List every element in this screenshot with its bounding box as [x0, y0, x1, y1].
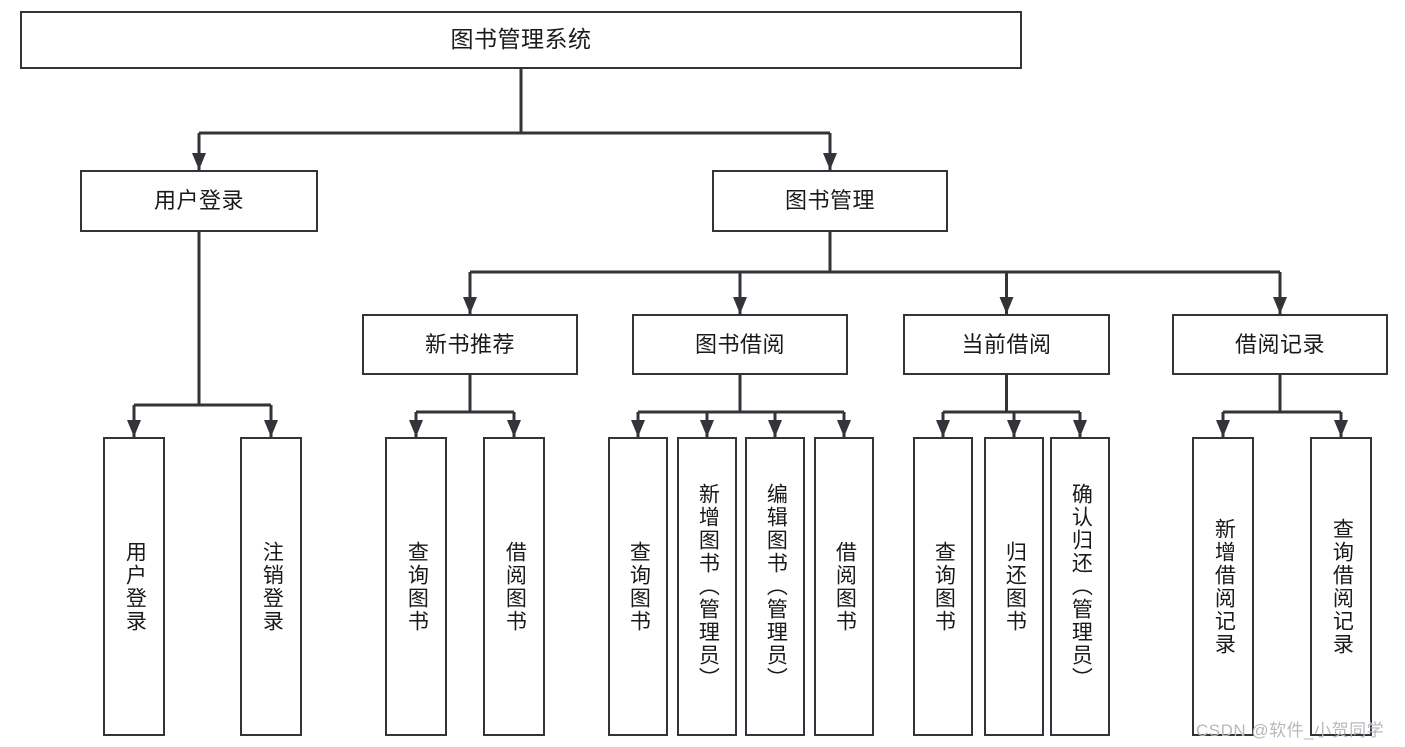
- node-label: 确认归还（管理员）: [1069, 483, 1093, 690]
- node-label: 查询图书: [627, 540, 651, 633]
- node-label: 借阅图书: [503, 540, 527, 633]
- node-label: 当前借阅: [961, 331, 1052, 357]
- node-label: 借阅图书: [833, 540, 857, 633]
- node-label: 新书推荐: [424, 331, 515, 357]
- node-user-login[interactable]: 用户登录: [103, 437, 165, 736]
- node-confirm-return[interactable]: 确认归还（管理员）: [1050, 437, 1110, 736]
- node-label: 编辑图书（管理员）: [764, 483, 788, 690]
- node-label: 新增借阅记录: [1212, 517, 1236, 656]
- node-label: 图书借阅: [694, 331, 785, 357]
- node-add-record[interactable]: 新增借阅记录: [1192, 437, 1254, 736]
- node-logout-login[interactable]: 注销登录: [240, 437, 302, 736]
- node-label: 借阅记录: [1234, 331, 1325, 357]
- node-return-book[interactable]: 归还图书: [984, 437, 1044, 736]
- node-book-borrow[interactable]: 图书借阅: [632, 314, 848, 375]
- node-label: 图书管理: [784, 188, 875, 214]
- node-label: 查询借阅记录: [1330, 517, 1354, 656]
- node-borrow-record[interactable]: 借阅记录: [1172, 314, 1388, 375]
- node-user-login[interactable]: 用户登录: [80, 170, 318, 232]
- node-label: 查询图书: [932, 540, 956, 633]
- node-label: 用户登录: [153, 188, 244, 214]
- node-query-book-2[interactable]: 查询图书: [608, 437, 668, 736]
- node-current-borrow[interactable]: 当前借阅: [903, 314, 1110, 375]
- node-book-management-system[interactable]: 图书管理系统: [20, 11, 1022, 69]
- watermark: CSDN @软件_小贺同学: [1196, 721, 1385, 740]
- node-label: 查询图书: [405, 540, 429, 633]
- node-query-book-3[interactable]: 查询图书: [913, 437, 973, 736]
- node-add-book[interactable]: 新增图书（管理员）: [677, 437, 737, 736]
- node-new-book-recommendation[interactable]: 新书推荐: [362, 314, 578, 375]
- node-label: 图书管理系统: [450, 26, 592, 53]
- node-borrow-book-1[interactable]: 借阅图书: [483, 437, 545, 736]
- node-query-book-1[interactable]: 查询图书: [385, 437, 447, 736]
- node-label: 用户登录: [123, 540, 147, 633]
- node-query-record[interactable]: 查询借阅记录: [1310, 437, 1372, 736]
- node-book-management[interactable]: 图书管理: [712, 170, 948, 232]
- node-borrow-book-2[interactable]: 借阅图书: [814, 437, 874, 736]
- node-label: 注销登录: [260, 540, 284, 633]
- node-edit-book[interactable]: 编辑图书（管理员）: [745, 437, 805, 736]
- node-label: 新增图书（管理员）: [696, 483, 720, 690]
- node-label: 归还图书: [1003, 540, 1027, 633]
